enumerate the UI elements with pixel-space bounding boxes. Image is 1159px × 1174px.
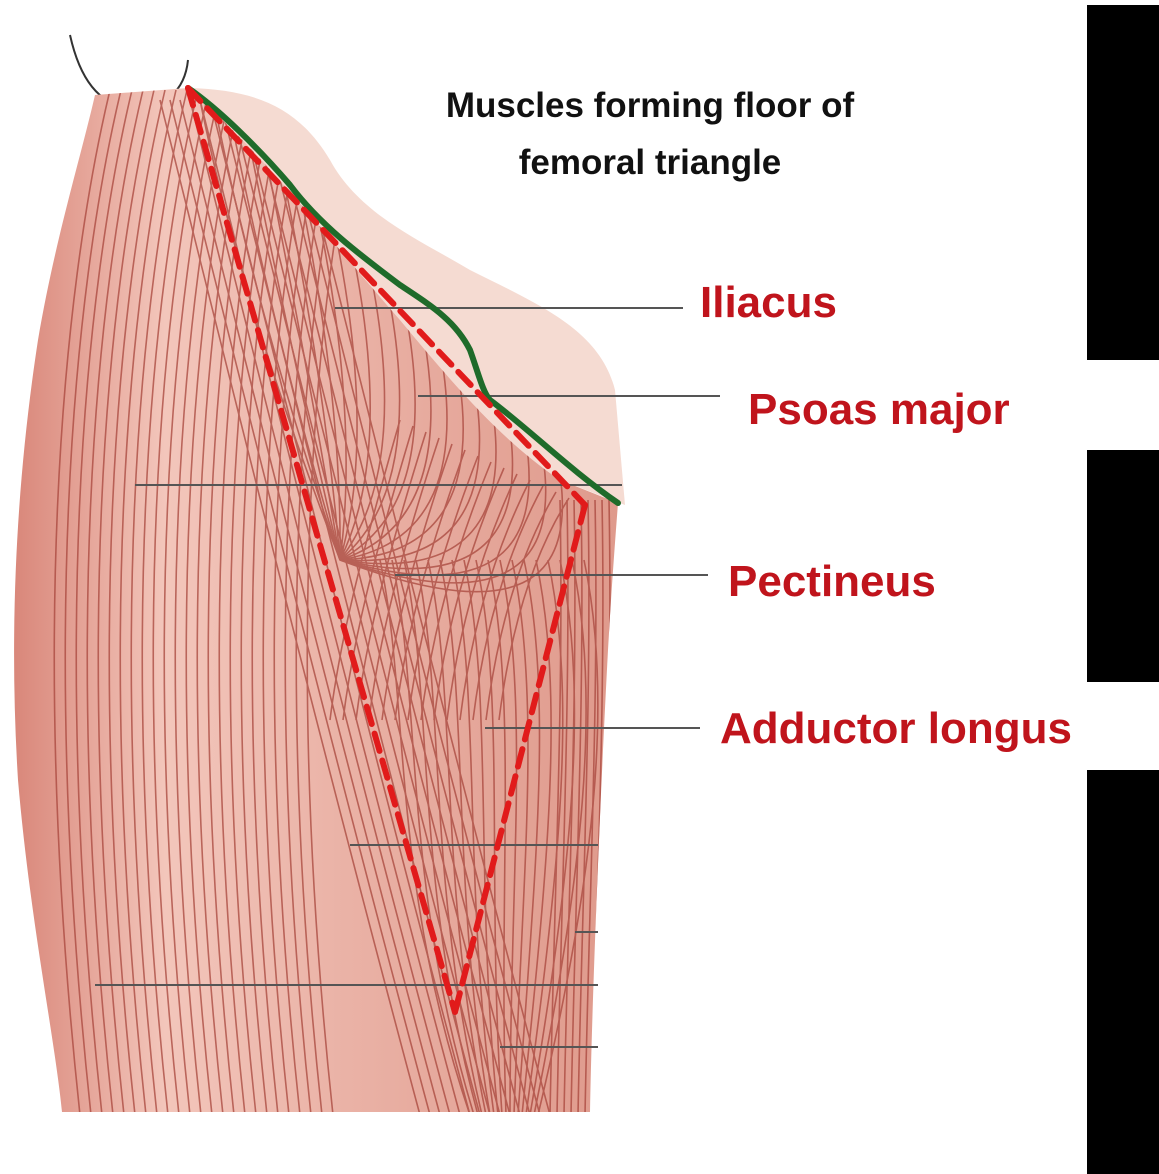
diagram-title-line-2: femoral triangle (380, 143, 920, 183)
side-bar-top (1087, 5, 1159, 360)
side-bar-middle (1087, 450, 1159, 682)
label-psoas-major: Psoas major (748, 388, 1010, 432)
diagram-title-line-1: Muscles forming floor of (380, 86, 920, 126)
side-bar-bottom (1087, 770, 1159, 1174)
label-iliacus: Iliacus (700, 281, 837, 325)
label-adductor-longus: Adductor longus (720, 707, 1072, 751)
label-pectineus: Pectineus (728, 560, 936, 604)
